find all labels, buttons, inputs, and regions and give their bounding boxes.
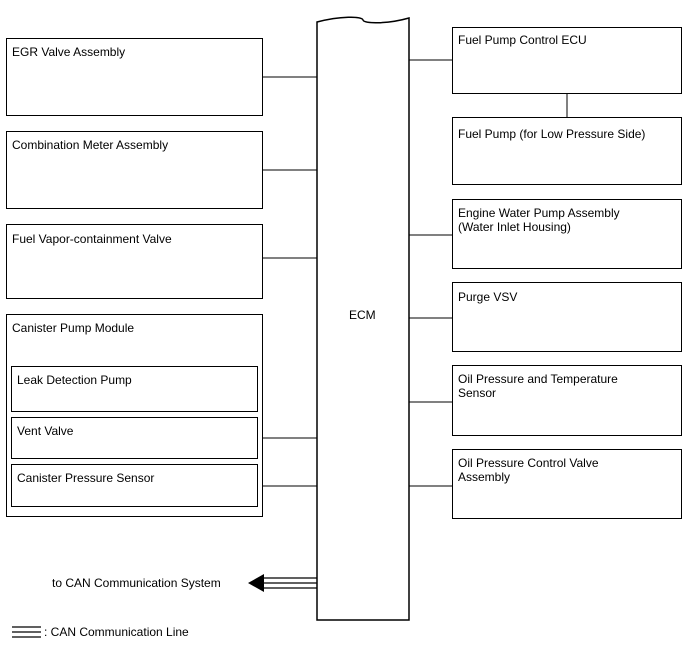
fuel-pump-low-pressure-label: Fuel Pump (for Low Pressure Side) (458, 127, 646, 141)
oil-pressure-temp-sensor-box: Oil Pressure and Temperature Sensor (452, 365, 682, 436)
leak-detection-pump-label: Leak Detection Pump (17, 373, 132, 387)
canister-pressure-sensor-label: Canister Pressure Sensor (17, 471, 155, 485)
canister-pump-module-label: Canister Pump Module (12, 321, 135, 335)
can-arrow-head (248, 574, 264, 592)
fuel-vapor-valve-box: Fuel Vapor-containment Valve (6, 224, 263, 299)
oil-pressure-control-valve-box: Oil Pressure Control Valve Assembly (452, 449, 682, 519)
engine-water-pump-box: Engine Water Pump Assembly (Water Inlet … (452, 199, 682, 269)
ecm-label: ECM (349, 308, 376, 322)
canister-pressure-sensor-box: Canister Pressure Sensor (11, 464, 258, 507)
leak-detection-pump-box: Leak Detection Pump (11, 366, 258, 412)
egr-valve-box: EGR Valve Assembly (6, 38, 263, 116)
fuel-pump-control-ecu-label: Fuel Pump Control ECU (458, 33, 587, 47)
egr-valve-label: EGR Valve Assembly (12, 45, 126, 59)
purge-vsv-box: Purge VSV (452, 282, 682, 352)
vent-valve-box: Vent Valve (11, 417, 258, 459)
fuel-pump-control-ecu-box: Fuel Pump Control ECU (452, 27, 682, 94)
combination-meter-box: Combination Meter Assembly (6, 131, 263, 209)
oil-pressure-control-valve-label: Oil Pressure Control Valve Assembly (458, 456, 599, 484)
fuel-pump-low-pressure-box: Fuel Pump (for Low Pressure Side) (452, 117, 682, 185)
can-legend-mark (12, 626, 41, 638)
combination-meter-label: Combination Meter Assembly (12, 138, 169, 152)
can-arrow-label: to CAN Communication System (52, 576, 221, 590)
oil-pressure-temp-sensor-label: Oil Pressure and Temperature Sensor (458, 372, 618, 400)
purge-vsv-label: Purge VSV (458, 290, 518, 304)
ecm-outline (316, 16, 410, 621)
engine-water-pump-label: Engine Water Pump Assembly (Water Inlet … (458, 206, 620, 234)
vent-valve-label: Vent Valve (17, 424, 74, 438)
can-legend-label: : CAN Communication Line (44, 625, 189, 639)
can-arrow (262, 577, 317, 589)
fuel-vapor-valve-label: Fuel Vapor-containment Valve (12, 232, 172, 246)
